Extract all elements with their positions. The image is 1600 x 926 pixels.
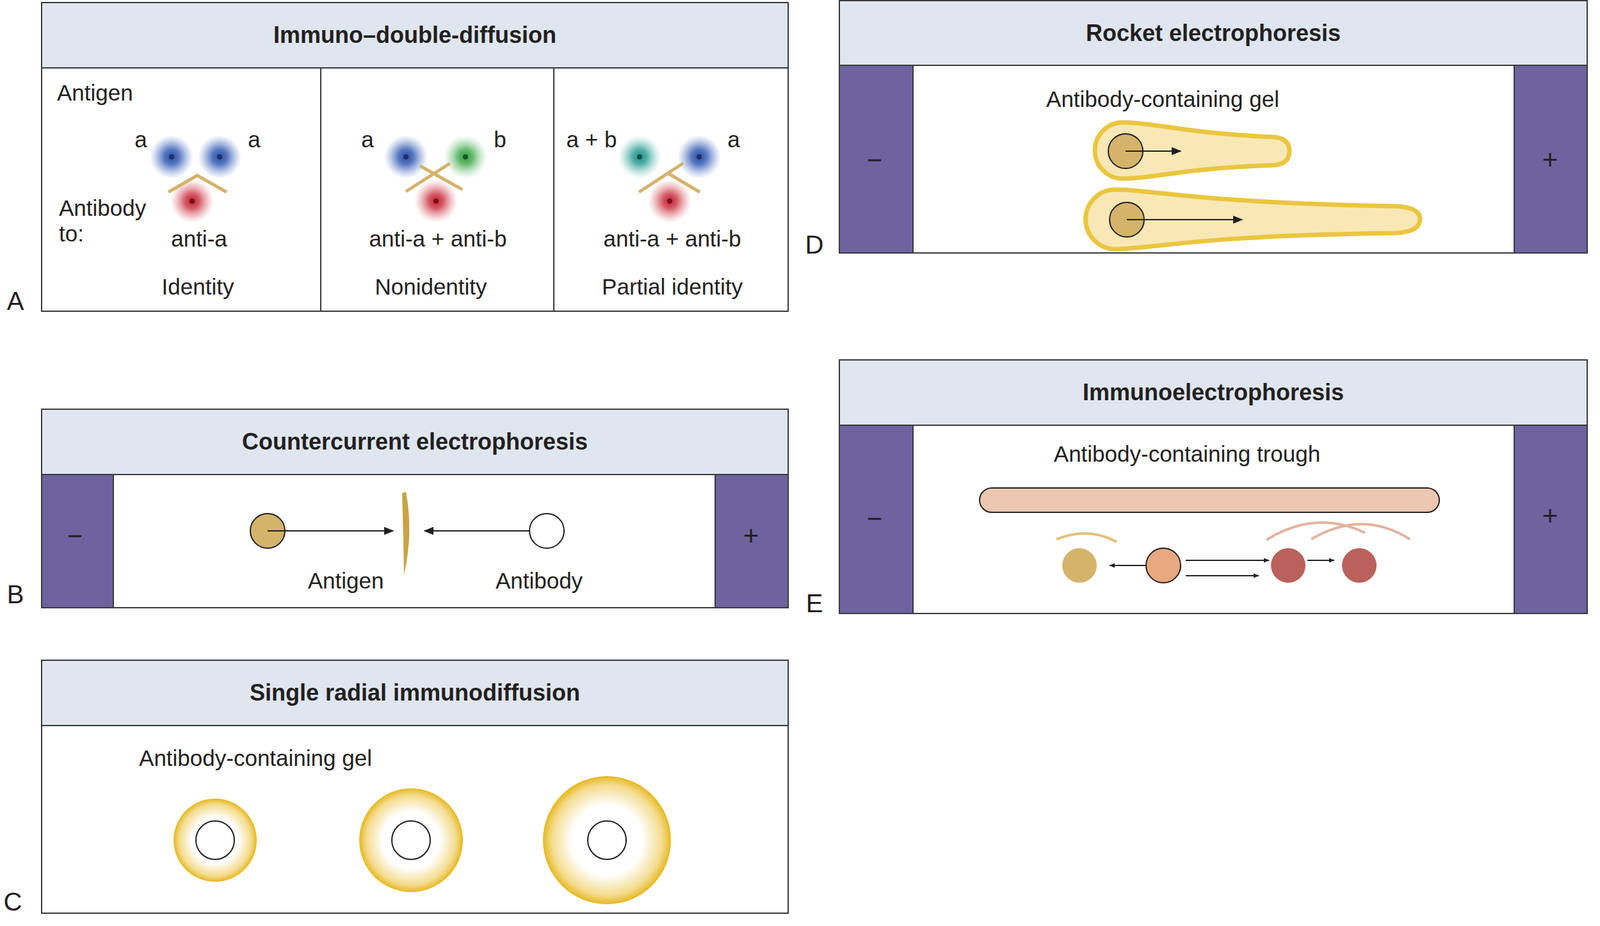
panel-title: Immuno–double-diffusion: [273, 21, 557, 49]
electrode-band: +: [1513, 424, 1588, 615]
annotation-label: a: [361, 126, 374, 153]
electrode-sign: −: [866, 144, 883, 176]
panel-letter: A: [7, 286, 25, 316]
annotation-label: a: [134, 126, 147, 153]
panel-header: Immunoelectrophoresis: [840, 360, 1587, 426]
electrode-band: −: [40, 473, 114, 609]
electrode-band: −: [838, 424, 914, 615]
panel-letter: C: [3, 886, 23, 917]
panel-title: Countercurrent electrophoresis: [242, 428, 588, 455]
panel-title: Rocket electrophoresis: [1085, 19, 1341, 47]
result-text: anti-a: [170, 226, 228, 252]
panel-header: Rocket electrophoresis: [840, 1, 1587, 66]
annotation-label: a: [727, 126, 740, 153]
method-panel: Immunoelectrophoresis − +: [838, 359, 1588, 615]
annotation-label: Antigen: [307, 567, 385, 594]
electrode-sign: −: [67, 520, 84, 552]
electrode-band: +: [714, 473, 789, 609]
electrode-sign: −: [866, 503, 883, 534]
result-text: Nonidentity: [374, 274, 487, 300]
panel-header: Immuno–double-diffusion: [42, 3, 788, 69]
result-column: anti-a + anti-bPartial identity: [554, 67, 789, 312]
result-text: anti-a + anti-b: [603, 226, 742, 252]
panel-letter: B: [7, 579, 25, 609]
annotation-label: Antibody to:: [58, 195, 168, 248]
method-panel: Single radial immunodiffusion: [40, 659, 789, 914]
electrode-sign: +: [1542, 500, 1559, 532]
panel-header: Countercurrent electrophoresis: [42, 409, 788, 476]
panel-title: Immunoelectrophoresis: [1082, 379, 1344, 406]
panel-title: Single radial immunodiffusion: [249, 679, 581, 706]
result-text: anti-a + anti-b: [369, 226, 508, 252]
electrode-band: −: [838, 64, 914, 254]
annotation-label: Antibody: [495, 567, 583, 594]
method-panel: Countercurrent electrophoresis − +: [40, 408, 789, 609]
method-panel: Immuno–double-diffusion anti-aIdentity ant…: [40, 1, 789, 312]
annotation-label: Antibody-containing gel: [1046, 86, 1280, 113]
annotation-label: Antibody-containing trough: [1053, 441, 1321, 467]
annotation-label: a + b: [566, 126, 618, 153]
result-column: anti-a + anti-bNonidentity: [321, 67, 555, 312]
result-text: Identity: [161, 274, 235, 300]
annotation-label: b: [493, 126, 506, 153]
panel-letter: E: [806, 588, 824, 618]
electrode-band: +: [1513, 64, 1588, 254]
method-panel: Rocket electrophoresis − +: [838, 0, 1588, 254]
annotation-label: Antibody-containing gel: [138, 745, 372, 771]
electrode-sign: +: [743, 520, 760, 552]
panel-letter: D: [805, 229, 825, 260]
panel-header: Single radial immunodiffusion: [42, 660, 788, 727]
annotation-label: a: [247, 126, 260, 153]
result-text: Partial identity: [601, 274, 743, 300]
annotation-label: Antigen: [56, 80, 134, 106]
electrode-sign: +: [1542, 144, 1559, 176]
